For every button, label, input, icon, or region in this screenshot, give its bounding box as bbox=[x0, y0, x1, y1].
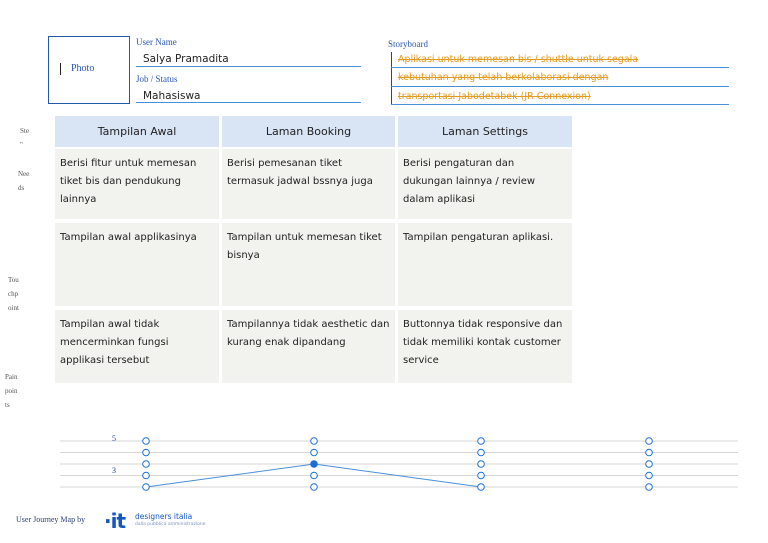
touchpoint-label-line-3: oint bbox=[8, 304, 19, 312]
touchpoint-label-line-1: Tou bbox=[8, 276, 19, 284]
chart-gridlines bbox=[60, 440, 738, 488]
storyboard-bar bbox=[391, 52, 392, 105]
painpoints-label-line-1: Pain bbox=[5, 373, 18, 381]
rating-marker-col3-level2[interactable] bbox=[477, 471, 485, 480]
chart-markers bbox=[142, 437, 653, 491]
designers-italia-logo-name: designers italia bbox=[135, 512, 193, 521]
needs-label-line-1: Nee bbox=[18, 170, 30, 178]
column-header-laman-settings[interactable]: Laman Settings bbox=[398, 116, 572, 147]
text-cursor bbox=[60, 63, 61, 75]
rating-marker-col2-level2[interactable] bbox=[310, 471, 318, 480]
stage-label-line-2: " bbox=[20, 141, 23, 149]
rating-marker-col2-level3[interactable] bbox=[310, 460, 318, 468]
painpoints-label-line-3: ts bbox=[5, 401, 10, 409]
rating-marker-col4-level5[interactable] bbox=[645, 437, 653, 445]
storyboard-label: Storyboard bbox=[388, 39, 428, 49]
y-tick-label-5: 5 bbox=[112, 434, 116, 443]
rating-marker-col1-level3[interactable] bbox=[142, 460, 150, 468]
needs-cell-2[interactable]: Berisi pemesanan tiket termasuk jadwal b… bbox=[222, 149, 395, 219]
storyboard-line-2[interactable]: kebutuhan yang telah berkolaborasi denga… bbox=[398, 72, 609, 83]
rating-marker-col1-level1[interactable] bbox=[142, 483, 150, 491]
column-header-tampilan-awal[interactable]: Tampilan Awal bbox=[55, 116, 219, 147]
touchpoint-cell-3[interactable]: Tampilan pengaturan aplikasi. bbox=[398, 223, 572, 306]
painpoint-cell-2[interactable]: Tampilannya tidak aesthetic dan kurang e… bbox=[222, 310, 395, 383]
storyboard-underline-3 bbox=[391, 104, 729, 105]
photo-placeholder[interactable]: Photo bbox=[48, 36, 130, 104]
touchpoint-side-label: Tou chp oint bbox=[8, 273, 30, 315]
rating-marker-col1-level4[interactable] bbox=[142, 448, 150, 457]
needs-cell-3[interactable]: Berisi pengaturan dan dukungan lainnya /… bbox=[398, 149, 572, 219]
needs-side-label: Nee ds bbox=[18, 167, 40, 195]
rating-marker-col3-level5[interactable] bbox=[477, 437, 485, 445]
user-name-value[interactable]: Salya Pramadita bbox=[143, 53, 229, 65]
painpoints-side-label: Pain poin ts bbox=[5, 370, 27, 412]
y-tick-label-3: 3 bbox=[112, 466, 116, 475]
job-label: Job / Status bbox=[136, 74, 178, 84]
painpoint-cell-1[interactable]: Tampilan awal tidak mencerminkan fungsi … bbox=[55, 310, 219, 383]
touchpoint-cell-2[interactable]: Tampilan untuk memesan tiket bisnya bbox=[222, 223, 395, 306]
stage-side-label: Ste " bbox=[20, 124, 42, 152]
user-name-underline bbox=[136, 66, 361, 67]
rating-marker-col1-level2[interactable] bbox=[142, 471, 150, 480]
column-header-laman-booking[interactable]: Laman Booking bbox=[222, 116, 395, 147]
rating-marker-col2-level1[interactable] bbox=[310, 483, 318, 491]
rating-marker-col4-level3[interactable] bbox=[645, 460, 653, 468]
user-name-label: User Name bbox=[136, 37, 177, 47]
rating-marker-col2-level5[interactable] bbox=[310, 437, 318, 445]
rating-marker-col1-level5[interactable] bbox=[142, 437, 150, 445]
rating-marker-col2-level4[interactable] bbox=[310, 448, 318, 457]
designers-italia-logo-mark: ·it bbox=[104, 509, 126, 533]
storyboard-underline-2 bbox=[391, 86, 729, 87]
job-value[interactable]: Mahasiswa bbox=[143, 90, 201, 102]
rating-marker-col4-level1[interactable] bbox=[645, 483, 653, 491]
storyboard-underline-1 bbox=[391, 67, 729, 68]
painpoints-label-line-2: poin bbox=[5, 387, 18, 395]
storyboard-line-3[interactable]: transportasi Jabodetabek (JR Connexion) bbox=[398, 91, 591, 102]
storyboard-line-1[interactable]: Aplikasi untuk memesan bis / shuttle unt… bbox=[398, 54, 639, 65]
needs-label-line-2: ds bbox=[18, 184, 25, 192]
needs-cell-1[interactable]: Berisi fitur untuk memesan tiket bis dan… bbox=[55, 149, 219, 219]
rating-marker-col3-level3[interactable] bbox=[477, 460, 485, 468]
rating-marker-col4-level2[interactable] bbox=[645, 471, 653, 480]
painpoint-cell-3[interactable]: Buttonnya tidak responsive dan tidak mem… bbox=[398, 310, 572, 383]
photo-label: Photo bbox=[71, 63, 95, 74]
job-underline bbox=[136, 102, 361, 103]
stage-label-line-1: Ste bbox=[20, 127, 29, 135]
rating-marker-col3-level4[interactable] bbox=[477, 448, 485, 457]
touchpoint-cell-1[interactable]: Tampilan awal applikasinya bbox=[55, 223, 219, 306]
touchpoint-label-line-2: chp bbox=[8, 290, 19, 298]
rating-marker-col4-level4[interactable] bbox=[645, 448, 653, 457]
footer-credit: User Journey Map by bbox=[16, 515, 86, 524]
rating-marker-col3-level1[interactable] bbox=[477, 483, 485, 491]
designers-italia-logo-sub: dalla pubblica amministrazione bbox=[135, 522, 206, 527]
